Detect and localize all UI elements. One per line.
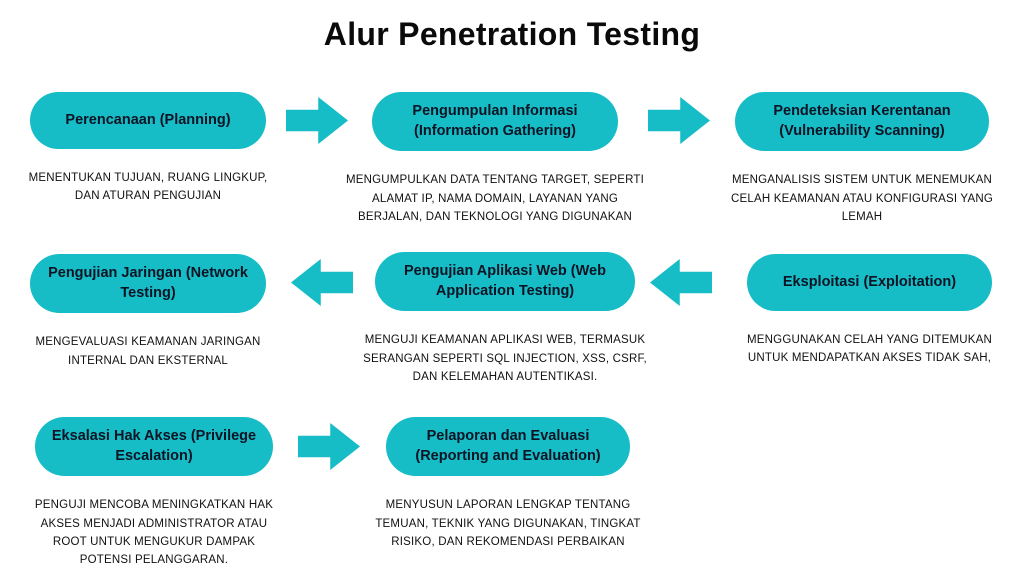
vulnerability-scanning-description: MENGANALISIS SISTEM UNTUK MENEMUKAN CELA… <box>731 174 993 223</box>
privilege-escalation-title: Eksalasi Hak Akses (Privilege Escalation… <box>51 428 257 464</box>
web-application-testing-title: Pengujian Aplikasi Web (Web Application … <box>404 263 606 299</box>
information-gathering-description: MENGUMPULKAN DATA TENTANG TARGET, SEPERT… <box>345 174 645 223</box>
step-reporting-evaluation: Pelaporan dan Evaluasi (Reporting and Ev… <box>372 417 644 551</box>
planning-title: Perencanaan (Planning) <box>65 111 231 128</box>
step-web-application-testing: Pengujian Aplikasi Web (Web Application … <box>355 252 655 386</box>
arrow-left-icon <box>291 259 353 306</box>
planning-pill: Perencanaan (Planning) <box>30 92 266 149</box>
network-testing-pill: Pengujian Jaringan (Network Testing) <box>30 254 266 314</box>
step-information-gathering: Pengumpulan Informasi (Information Gathe… <box>345 92 645 226</box>
arrow-right-icon <box>648 97 710 144</box>
exploitation-description: MENGGUNAKAN CELAH YANG DITEMUKAN UNTUK M… <box>747 334 992 365</box>
information-gathering-title: Pengumpulan Informasi (Information Gathe… <box>412 103 578 139</box>
vulnerability-scanning-pill: Pendeteksian Kerentanan (Vulnerability S… <box>735 92 989 152</box>
exploitation-pill: Eksploitasi (Exploitation) <box>747 254 992 311</box>
step-exploitation: Eksploitasi (Exploitation) MENGGUNAKAN C… <box>727 254 1012 368</box>
reporting-evaluation-title: Pelaporan dan Evaluasi (Reporting and Ev… <box>415 428 601 464</box>
network-testing-description: MENGEVALUASI KEAMANAN JARINGAN INTERNAL … <box>35 336 261 367</box>
arrow-left-icon <box>650 259 712 306</box>
reporting-evaluation-description: MENYUSUN LAPORAN LENGKAP TENTANG TEMUAN,… <box>375 499 641 548</box>
step-privilege-escalation: Eksalasi Hak Akses (Privilege Escalation… <box>26 417 282 570</box>
reporting-evaluation-pill: Pelaporan dan Evaluasi (Reporting and Ev… <box>386 417 630 477</box>
network-testing-title: Pengujian Jaringan (Network Testing) <box>48 265 248 301</box>
privilege-escalation-description: PENGUJI MENCOBA MENINGKATKAN HAK AKSES M… <box>34 499 274 567</box>
arrow-right-icon <box>298 423 360 470</box>
web-application-testing-description: MENGUJI KEAMANAN APLIKASI WEB, TERMASUK … <box>363 334 647 383</box>
vulnerability-scanning-title: Pendeteksian Kerentanan (Vulnerability S… <box>773 103 951 139</box>
exploitation-title: Eksploitasi (Exploitation) <box>782 273 957 290</box>
privilege-escalation-pill: Eksalasi Hak Akses (Privilege Escalation… <box>35 417 273 477</box>
step-vulnerability-scanning: Pendeteksian Kerentanan (Vulnerability S… <box>717 92 1007 226</box>
page-title: Alur Penetration Testing <box>323 16 701 52</box>
web-application-testing-pill: Pengujian Aplikasi Web (Web Application … <box>375 252 635 312</box>
step-network-testing: Pengujian Jaringan (Network Testing) MEN… <box>20 254 276 370</box>
information-gathering-pill: Pengumpulan Informasi (Information Gathe… <box>372 92 618 152</box>
planning-description: MENENTUKAN TUJUAN, RUANG LINGKUP, DAN AT… <box>28 172 268 203</box>
step-planning: Perencanaan (Planning) MENENTUKAN TUJUAN… <box>20 92 276 206</box>
arrow-right-icon <box>286 97 348 144</box>
